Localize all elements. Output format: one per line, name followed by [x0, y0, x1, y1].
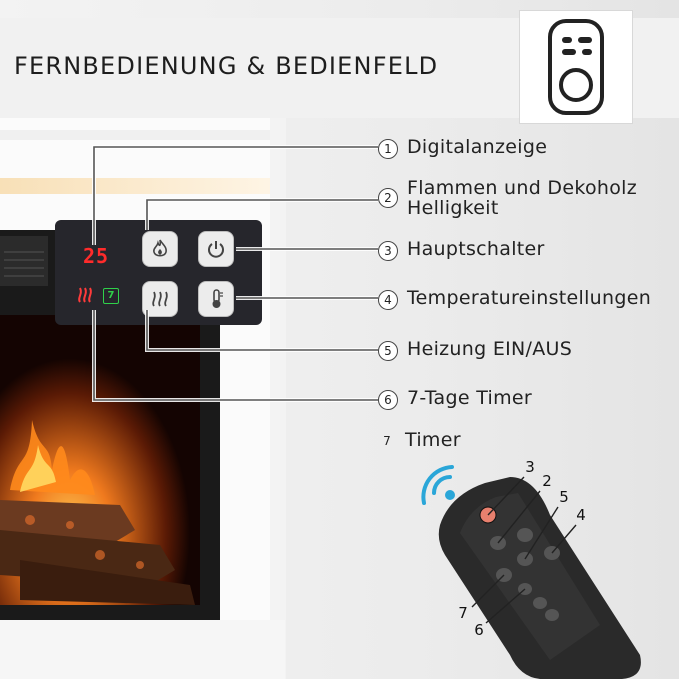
label-digitalanzeige: 1 Digitalanzeige: [378, 137, 547, 159]
remote-callout-5: 5: [559, 488, 569, 506]
label-7-tage-timer: 6 7-Tage Timer: [378, 388, 532, 410]
label-text-line2: Helligkeit: [407, 197, 499, 219]
label-text: Hauptschalter: [407, 238, 545, 260]
flame-icon: [153, 239, 167, 257]
remote-icon-card: [519, 10, 633, 124]
digital-display: 25: [83, 244, 110, 268]
remote-callout-6: 6: [474, 621, 484, 639]
heating-button[interactable]: [142, 281, 178, 317]
signal-icon: [421, 465, 454, 505]
label-timer: 7 Timer: [378, 430, 461, 450]
thermometer-icon: [212, 289, 223, 308]
remote-control-icon: [548, 19, 604, 115]
label-flammen: 2 Flammen und Dekoholz Helligkeit: [378, 178, 637, 218]
label-number: 7: [383, 434, 391, 448]
label-text: Heizung EIN/AUS: [407, 338, 573, 360]
label-text: Flammen und Dekoholz: [407, 177, 638, 199]
label-text: Temperatureinstellungen: [407, 287, 652, 309]
label-text: Digitalanzeige: [407, 136, 548, 158]
label-text: Timer: [405, 429, 461, 451]
label-heizung: 5 Heizung EIN/AUS: [378, 339, 572, 361]
label-text: 7-Tage Timer: [407, 387, 533, 409]
page-title: FERNBEDIENUNG & BEDIENFELD: [14, 52, 439, 80]
label-number: 2: [378, 188, 398, 208]
power-icon: [208, 241, 224, 258]
label-number: 5: [378, 341, 398, 361]
remote-callout-2: 2: [542, 472, 552, 490]
remote-control-illustration: [421, 465, 641, 679]
label-number: 3: [378, 241, 398, 261]
remote-callout-7: 7: [458, 604, 468, 622]
remote-callout-4: 4: [576, 506, 586, 524]
heat-waves-icon: [152, 291, 168, 307]
timer-icon: 7: [103, 288, 119, 304]
label-hauptschalter: 3 Hauptschalter: [378, 239, 545, 261]
power-button[interactable]: [198, 231, 234, 267]
heater-icon: [78, 287, 92, 303]
flame-brightness-button[interactable]: [142, 231, 178, 267]
label-temperatur: 4 Temperatureinstellungen: [378, 288, 651, 310]
label-number: 6: [378, 390, 398, 410]
remote-callout-3: 3: [525, 458, 535, 476]
temperature-button[interactable]: [198, 281, 234, 317]
label-number: 4: [378, 290, 398, 310]
label-number: 1: [378, 139, 398, 159]
